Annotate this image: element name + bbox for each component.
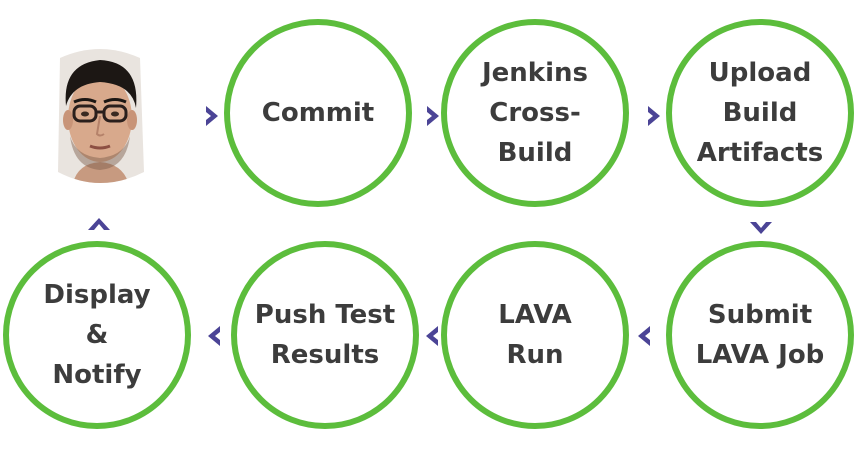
- step-display-notify: Display & Notify: [3, 241, 191, 429]
- chevron-left-icon: [638, 326, 650, 346]
- step-label: Artifacts: [696, 138, 824, 168]
- step-label: Notify: [52, 360, 142, 390]
- step-label: &: [85, 320, 109, 350]
- step-label: Submit: [707, 300, 813, 330]
- step-label: Run: [506, 340, 564, 370]
- step-push-test-results: Push Test Results: [231, 241, 419, 429]
- chevron-right-icon: [427, 106, 439, 126]
- step-label: Results: [270, 340, 380, 370]
- step-label: Display: [43, 280, 151, 310]
- step-commit: Commit: [224, 19, 412, 207]
- step-label: LAVA: [498, 300, 572, 330]
- chevron-right-icon: [206, 106, 218, 126]
- step-label: Cross-: [489, 98, 581, 128]
- step-label: LAVA Job: [695, 340, 825, 370]
- step-submit-lava-job: Submit LAVA Job: [666, 241, 854, 429]
- chevron-down-icon: [750, 222, 772, 234]
- step-label: Push Test: [254, 300, 396, 330]
- step-label: Build: [497, 138, 573, 168]
- step-lava-run: LAVA Run: [441, 241, 629, 429]
- step-label: Build: [722, 98, 798, 128]
- step-upload-build-artifacts: Upload Build Artifacts: [666, 19, 854, 207]
- chevron-left-icon: [208, 326, 220, 346]
- chevron-right-icon: [648, 106, 660, 126]
- chevron-up-icon: [88, 218, 110, 230]
- chevron-left-icon: [426, 326, 438, 346]
- step-jenkins-cross-build: Jenkins Cross- Build: [441, 19, 629, 207]
- step-label: Upload: [708, 58, 812, 88]
- person-portrait-icon: [58, 49, 144, 183]
- step-label: Commit: [261, 98, 375, 128]
- step-label: Jenkins: [481, 58, 588, 88]
